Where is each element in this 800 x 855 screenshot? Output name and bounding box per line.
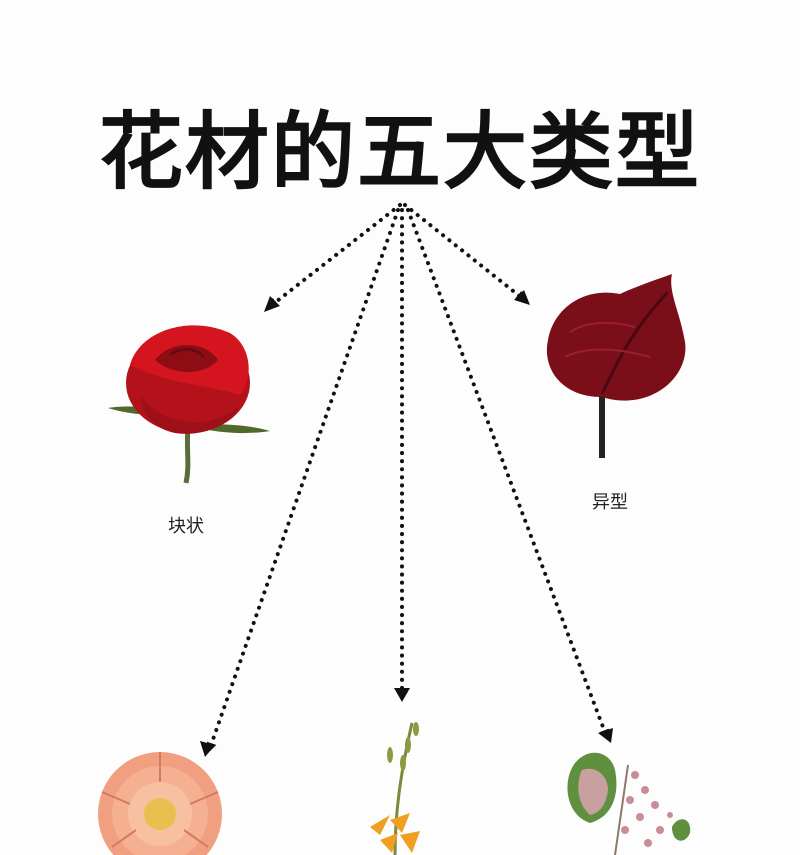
rose-image <box>108 325 270 484</box>
arrowhead-special <box>514 290 530 305</box>
arrowhead-dahlia <box>200 741 215 757</box>
label-special: 异型 <box>592 492 628 513</box>
dahlia-image <box>98 752 222 855</box>
arrow-to-dahlia <box>206 208 400 753</box>
filler-image <box>567 752 691 855</box>
arrowhead-crocosmia <box>394 688 410 702</box>
arrowhead-block <box>264 296 280 312</box>
arrow-to-block <box>268 203 402 309</box>
label-block: 块状 <box>168 516 204 537</box>
arrow-to-special <box>403 203 526 302</box>
diagram-title: 花材的五大类型 <box>98 102 701 201</box>
anthurium-image <box>546 274 686 458</box>
arrowhead-filler <box>598 728 613 743</box>
crocosmia-image <box>370 722 420 855</box>
